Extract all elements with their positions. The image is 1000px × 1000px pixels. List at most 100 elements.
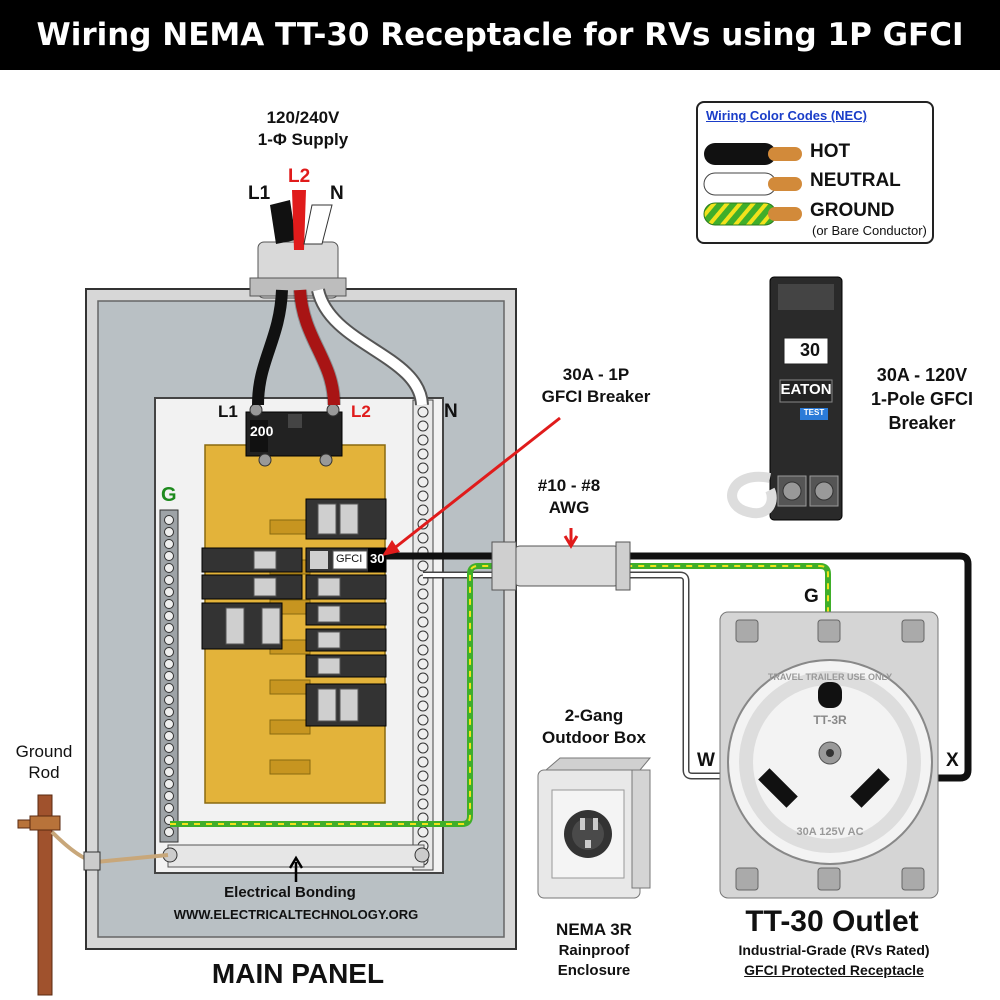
ground-screw <box>164 827 174 837</box>
ground-screw <box>164 527 174 537</box>
neutral-screw <box>417 756 429 768</box>
photo-caption-1: 30A - 120V <box>876 365 968 385</box>
ground-screw <box>164 683 174 693</box>
neutral-screw <box>417 406 429 418</box>
neutral-screw <box>417 602 429 614</box>
legend-wire-samples <box>703 143 802 226</box>
gfci-breaker-text: GFCI <box>336 553 363 565</box>
outlet-x-label: X <box>946 750 959 771</box>
neutral-screw <box>417 476 429 488</box>
ground-screw <box>164 803 174 813</box>
outdoor-box-name2: Rainproof <box>558 942 630 959</box>
ground-screw <box>164 731 174 741</box>
neutral-screw <box>417 616 429 628</box>
bonding-label: Electrical Bonding <box>224 884 356 901</box>
supply-l1-label: L1 <box>248 183 271 204</box>
outlet-rating-text: 30A 125V AC <box>796 826 864 838</box>
outlet-ground-slot <box>818 682 842 708</box>
neutral-screw <box>417 826 429 838</box>
outdoor-box-name3: Enclosure <box>557 962 631 979</box>
neutral-screw <box>417 714 429 726</box>
ground-screw <box>164 623 174 633</box>
neutral-screw <box>417 532 429 544</box>
panel-n-label: N <box>444 401 458 422</box>
supply-l1-top <box>270 200 296 244</box>
color-code-legend: Wiring Color Codes (NEC) HOT NEUTRAL GRO… <box>696 101 934 244</box>
panel-l2-label: L2 <box>351 402 371 421</box>
supply-wire-l2-outline <box>293 289 341 406</box>
conduit <box>513 545 621 587</box>
legend-hot-label: HOT <box>810 141 851 162</box>
neutral-screw <box>417 630 429 642</box>
ground-screw <box>164 755 174 765</box>
neutral-screw <box>417 728 429 740</box>
ground-screw <box>164 635 174 645</box>
photo-caption-2: 1-Pole GFCI <box>870 389 974 409</box>
ground-screw <box>164 659 174 669</box>
ground-screw <box>164 647 174 657</box>
legend-ground-label: GROUND <box>810 200 895 221</box>
neutral-screw <box>417 434 429 446</box>
pigtail-wire <box>727 471 777 519</box>
gauge-arrow <box>563 528 579 549</box>
ground-bar-screws <box>164 515 174 837</box>
supply-n-label: N <box>330 183 344 204</box>
ground-screw <box>164 539 174 549</box>
ground-screw <box>164 719 174 729</box>
gfci-callout-arrow <box>391 416 561 552</box>
outdoor-box-line2: Outdoor Box <box>542 728 646 747</box>
neutral-screw <box>417 672 429 684</box>
ground-rod <box>37 794 53 996</box>
wire-gauge-line1: #10 - #8 <box>537 476 601 495</box>
diagram-title: Wiring NEMA TT-30 Receptacle for RVs usi… <box>36 17 964 53</box>
outlet-model-label: TT-3R <box>813 713 847 727</box>
neutral-screw <box>417 462 429 474</box>
breaker-callout-line2: GFCI Breaker <box>541 387 651 406</box>
outlet-title: TT-30 Outlet <box>745 905 919 938</box>
ground-screw <box>164 551 174 561</box>
ground-screw <box>164 587 174 597</box>
ground-rod-line1: Ground <box>15 742 73 761</box>
ground-screw <box>164 515 174 525</box>
neutral-screw <box>417 420 429 432</box>
ground-screw <box>164 707 174 717</box>
outdoor-box-name1: NEMA 3R <box>556 920 632 939</box>
website-label: WWW.ELECTRICALTECHNOLOGY.ORG <box>173 907 419 922</box>
supply-wire-l1 <box>252 289 288 406</box>
supply-voltage-label: 120/240V <box>266 108 340 127</box>
supply-wire-l2 <box>294 289 340 406</box>
ground-screw <box>164 779 174 789</box>
ground-screw <box>164 743 174 753</box>
panel-l1-label: L1 <box>218 402 238 421</box>
outlet-neutral-slot <box>758 768 798 808</box>
neutral-bar-screws <box>417 406 429 866</box>
neutral-screw <box>417 686 429 698</box>
ground-screw <box>164 791 174 801</box>
photo-test-label: TEST <box>803 408 825 417</box>
neutral-screw <box>417 658 429 670</box>
neutral-screw <box>417 798 429 810</box>
outlet-subtitle-2: GFCI Protected Receptacle <box>744 962 924 978</box>
ground-screw <box>164 563 174 573</box>
photo-brand-label: EATON <box>780 381 832 398</box>
ground-screw <box>164 575 174 585</box>
ground-screw <box>164 611 174 621</box>
legend-heading: Wiring Color Codes (NEC) <box>706 108 867 123</box>
supply-l2-label: L2 <box>288 166 311 187</box>
neutral-screw <box>417 588 429 600</box>
title-bar <box>0 0 1000 70</box>
outdoor-box-line1: 2-Gang <box>564 706 624 725</box>
ground-screw <box>164 767 174 777</box>
main-panel-caption: MAIN PANEL <box>211 958 385 989</box>
legend-ground-note: (or Bare Conductor) <box>812 223 927 238</box>
hot-wire <box>386 552 972 782</box>
photo-rating-label: 30 <box>799 340 821 360</box>
wire-gauge-line2: AWG <box>548 498 590 517</box>
outlet-hot-slot <box>850 768 890 808</box>
neutral-screw <box>417 448 429 460</box>
supply-n-top <box>303 204 333 245</box>
panel-g-label: G <box>161 484 177 506</box>
photo-caption-3: Breaker <box>888 413 956 433</box>
breaker-callout-line1: 30A - 1P <box>562 365 630 384</box>
neutral-screw <box>417 644 429 656</box>
